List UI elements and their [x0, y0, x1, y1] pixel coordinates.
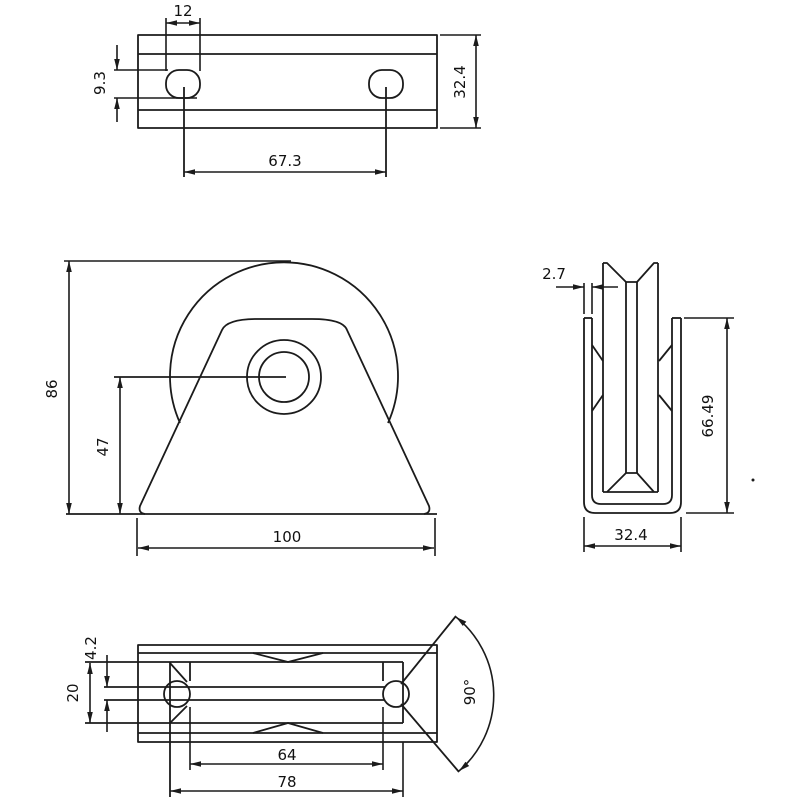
dim-label-plate-depth: 32.4 [451, 65, 469, 98]
dim-label-base-width: 100 [273, 528, 302, 546]
mounting-plate-outline [137, 34, 438, 129]
bracket-outline [138, 318, 431, 515]
dim-label-hole-spacing: 67.3 [268, 152, 301, 170]
dim-label-center-height: 47 [94, 437, 112, 456]
groove-vee-far [252, 652, 324, 663]
slot-end-right [382, 680, 410, 708]
dim-label-bracket-height: 66.49 [699, 395, 717, 438]
groove-bottom-profile [606, 472, 655, 493]
flank-edge-upper-right [658, 344, 673, 362]
dim-label-wheel-width: 20 [64, 683, 82, 702]
channel-outer-profile [583, 318, 682, 514]
dim-label-wheel-diameter: 78 [277, 773, 296, 791]
groove-flank-right-lower [400, 703, 460, 773]
dim-label-groove-flat: 4.2 [82, 636, 100, 660]
dim-label-hole-height: 9.3 [91, 71, 109, 95]
channel-inner-profile [591, 318, 673, 505]
mounting-hole-left [165, 69, 201, 99]
groove-vee-near [252, 722, 324, 734]
groove-flank-left-lower [169, 705, 188, 724]
dim-label-wall-thickness: 2.7 [542, 265, 566, 283]
side-view: 2.7 66.49 32.4 [542, 262, 755, 552]
dim-label-bracket-depth: 32.4 [614, 526, 647, 544]
dim-label-overall-height: 86 [43, 379, 61, 398]
dim-label-groove-diameter: 64 [277, 746, 296, 764]
flank-edge-lower-left [591, 394, 604, 412]
dim-label-groove-angle: 90° [461, 679, 479, 706]
flank-edge-lower-right [658, 394, 673, 412]
dim-label-hole-width: 12 [173, 2, 192, 20]
top-view: 12 9.3 32.4 67.3 [91, 2, 481, 177]
groove-flank-right-upper [400, 615, 457, 685]
wheel-outline [169, 261, 399, 424]
dim-arc-groove-angle [455, 616, 495, 772]
front-view: 86 47 100 [43, 260, 437, 556]
groove-top-profile [603, 262, 658, 283]
stray-dot [751, 478, 755, 482]
flank-edge-upper-left [591, 344, 604, 362]
bottom-view: 4.2 20 64 78 90° [64, 615, 495, 797]
base-plate-outline [137, 644, 438, 743]
slot-end-left [163, 680, 191, 708]
groove-flank-left-upper [169, 662, 188, 683]
